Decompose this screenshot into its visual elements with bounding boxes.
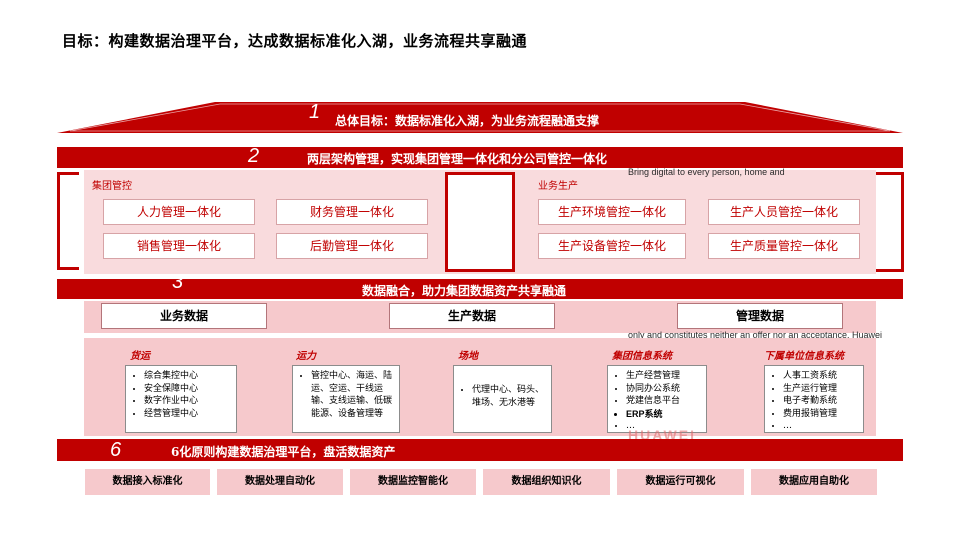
page-title: 目标：构建数据治理平台，达成数据标准化入湖，业务流程共享融通 [62, 32, 528, 50]
hr-mgmt-box: 人力管理一体化 [103, 199, 255, 225]
principle-box: 数据运行可视化 [616, 468, 745, 496]
group-it-item: 党建信息平台 [626, 395, 700, 408]
group-it-item: ERP系统 [626, 408, 700, 421]
cargo-item: 安全保障中心 [144, 383, 230, 396]
band-architecture-number: 2 [248, 145, 260, 167]
band-architecture: 两层架构管理，实现集团管理一体化和分公司管控一体化 [57, 147, 903, 168]
subsidiary-it-item: 生产运行管理 [783, 383, 857, 396]
center-bracket-inner [453, 175, 508, 269]
ghost-text-top: Bring digital to every person, home and [628, 167, 785, 177]
cargo-item: 数字作业中心 [144, 395, 230, 408]
sales-mgmt-box: 销售管理一体化 [103, 233, 255, 259]
staff-control-box: 生产人员管控一体化 [708, 199, 860, 225]
principle-box: 数据应用自助化 [750, 468, 878, 496]
band-data-fusion-number: 3 [172, 271, 184, 293]
band-architecture-text: 两层架构管理，实现集团管理一体化和分公司管控一体化 [307, 152, 608, 166]
subsidiary-it-box: 人事工资系统 生产运行管理 电子考勤系统 费用报销管理 … [764, 365, 864, 433]
equipment-control-box: 生产设备管控一体化 [538, 233, 686, 259]
business-data-box: 业务数据 [101, 303, 267, 329]
quality-control-box: 生产质量管控一体化 [708, 233, 860, 259]
band-six-principles-text: 6化原则构建数据治理平台，盘活数据资产 [171, 445, 396, 459]
subsidiary-it-label: 下属单位信息系统 [764, 351, 844, 362]
group-it-label: 集团信息系统 [612, 351, 672, 362]
group-it-item: 生产经营管理 [626, 370, 700, 383]
band-six-principles-number: 6 [110, 439, 122, 461]
left-bracket [57, 172, 79, 270]
finance-mgmt-box: 财务管理一体化 [276, 199, 428, 225]
subsidiary-it-item: … [783, 420, 857, 433]
site-box: 代理中心、码头、堆场、无水港等 [453, 365, 552, 433]
site-label: 场地 [458, 351, 478, 362]
roof-number: 1 [309, 101, 321, 123]
env-control-box: 生产环境管控一体化 [538, 199, 686, 225]
cargo-label: 货运 [130, 351, 150, 362]
capacity-item: 管控中心、海运、陆运、空运、干线运输、支线运输、低碳能源、设备管理等 [311, 370, 393, 420]
band-data-fusion: 数据融合，助力集团数据资产共享融通 [57, 279, 903, 299]
principle-box: 数据监控智能化 [349, 468, 477, 496]
subsidiary-it-item: 人事工资系统 [783, 370, 857, 383]
principle-box: 数据接入标准化 [84, 468, 211, 496]
group-it-box: 生产经营管理 协同办公系统 党建信息平台 ERP系统 … [607, 365, 707, 433]
group-it-item: 协同办公系统 [626, 383, 700, 396]
right-bracket [876, 172, 904, 272]
biz-production-label: 业务生产 [538, 181, 578, 192]
band-data-fusion-text: 数据融合，助力集团数据资产共享融通 [362, 284, 567, 298]
logistics-mgmt-box: 后勤管理一体化 [276, 233, 428, 259]
management-data-box: 管理数据 [677, 303, 843, 329]
roof-shape [57, 102, 903, 133]
subsidiary-it-item: 费用报销管理 [783, 408, 857, 421]
principle-box: 数据处理自动化 [216, 468, 344, 496]
cargo-box: 综合集控中心 安全保障中心 数字作业中心 经营管理中心 [125, 365, 237, 433]
band-six-principles: 6化原则构建数据治理平台，盘活数据资产 [57, 439, 903, 461]
roof-goal-text: 总体目标：数据标准化入湖，为业务流程融通支撑 [335, 114, 600, 128]
cargo-item: 综合集控中心 [144, 370, 230, 383]
capacity-box: 管控中心、海运、陆运、空运、干线运输、支线运输、低碳能源、设备管理等 [292, 365, 400, 433]
ghost-text-mid: only and constitutes neither an offer no… [628, 330, 882, 340]
cargo-item: 经营管理中心 [144, 408, 230, 421]
production-data-box: 生产数据 [389, 303, 555, 329]
capacity-label: 运力 [296, 351, 316, 362]
site-item: 代理中心、码头、堆场、无水港等 [472, 384, 545, 409]
subsidiary-it-item: 电子考勤系统 [783, 395, 857, 408]
principle-box: 数据组织知识化 [482, 468, 611, 496]
group-it-item: … [626, 420, 700, 433]
group-mgmt-label: 集团管控 [92, 181, 132, 192]
